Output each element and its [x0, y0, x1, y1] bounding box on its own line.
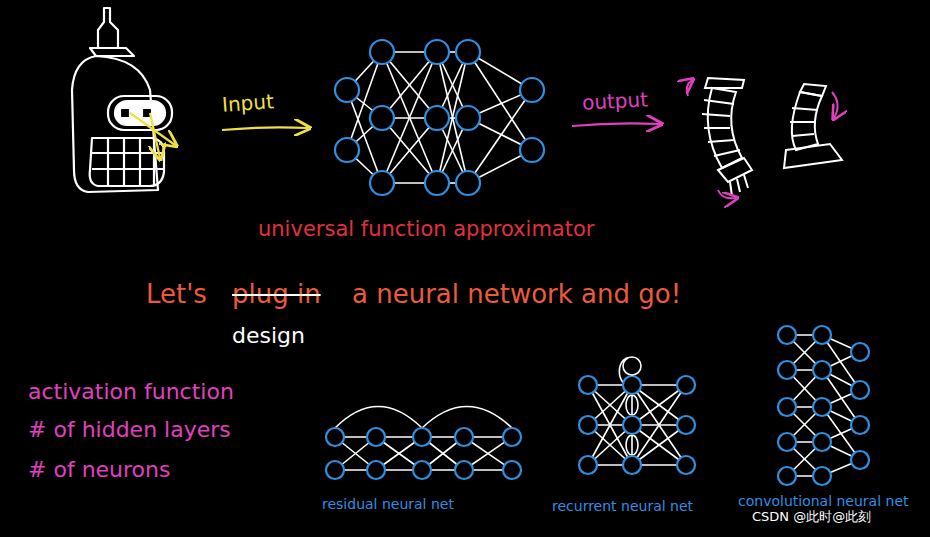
neuron: [425, 40, 449, 64]
neuron: [455, 461, 473, 479]
neuron: [370, 40, 394, 64]
neuron: [520, 138, 544, 162]
robot-head: [72, 8, 175, 192]
neuron: [326, 428, 344, 446]
annotation: output: [581, 88, 648, 113]
annotation: design: [232, 324, 305, 348]
neuron: [851, 343, 869, 361]
annotation: recurrent neural net: [552, 499, 693, 514]
neuron: [425, 106, 449, 130]
neuron: [677, 376, 695, 394]
neuron: [778, 361, 796, 379]
neuron: [813, 433, 831, 451]
network: [579, 357, 695, 474]
annotation: a neural network and go!: [352, 280, 681, 309]
network: [778, 326, 869, 485]
state-neuron: [623, 357, 641, 375]
skip-connection: [335, 407, 512, 429]
neuron: [456, 106, 480, 130]
network: [326, 407, 521, 480]
neuron: [370, 171, 394, 195]
neuron: [851, 416, 869, 434]
neuron: [413, 428, 431, 446]
network: [335, 40, 544, 195]
neuron: [677, 416, 695, 434]
annotation: convolutional neural net: [738, 494, 909, 509]
neuron: [623, 456, 641, 474]
neuron: [677, 456, 695, 474]
neuron: [370, 106, 394, 130]
annotation: residual neural net: [322, 497, 454, 512]
neuron: [503, 428, 521, 446]
annotation: # of neurons: [28, 458, 170, 482]
neuron: [813, 467, 831, 485]
output-arrow: [572, 123, 660, 126]
annotation: # of hidden layers: [28, 418, 231, 442]
neuron: [455, 428, 473, 446]
neuron: [579, 376, 597, 394]
neuron: [503, 461, 521, 479]
neuron: [335, 138, 359, 162]
neuron: [778, 326, 796, 344]
neuron: [367, 461, 385, 479]
neuron: [326, 461, 344, 479]
weight-line: [468, 90, 532, 183]
neuron: [579, 416, 597, 434]
annotation: plug in: [232, 280, 321, 309]
neuron: [367, 428, 385, 446]
neuron: [335, 78, 359, 102]
neuron: [813, 398, 831, 416]
neuron: [456, 40, 480, 64]
input-arrow: [222, 127, 308, 130]
neuron: [813, 326, 831, 344]
neuron: [778, 467, 796, 485]
neuron: [851, 381, 869, 399]
robot-arm: [687, 78, 842, 198]
neuron: [778, 398, 796, 416]
watermark: CSDN @此时@此刻: [752, 510, 871, 524]
neuron: [520, 78, 544, 102]
neuron: [813, 361, 831, 379]
neuron: [413, 461, 431, 479]
neural-nets: [326, 40, 869, 485]
annotation: Let's: [146, 280, 207, 309]
neuron: [778, 433, 796, 451]
neuron: [623, 416, 641, 434]
annotation: Input: [221, 90, 274, 116]
neuron: [851, 451, 869, 469]
annotation: activation function: [28, 380, 234, 404]
neuron: [623, 376, 641, 394]
neuron: [456, 171, 480, 195]
neuron: [579, 456, 597, 474]
neuron: [425, 171, 449, 195]
annotation: universal function approximator: [258, 218, 594, 241]
